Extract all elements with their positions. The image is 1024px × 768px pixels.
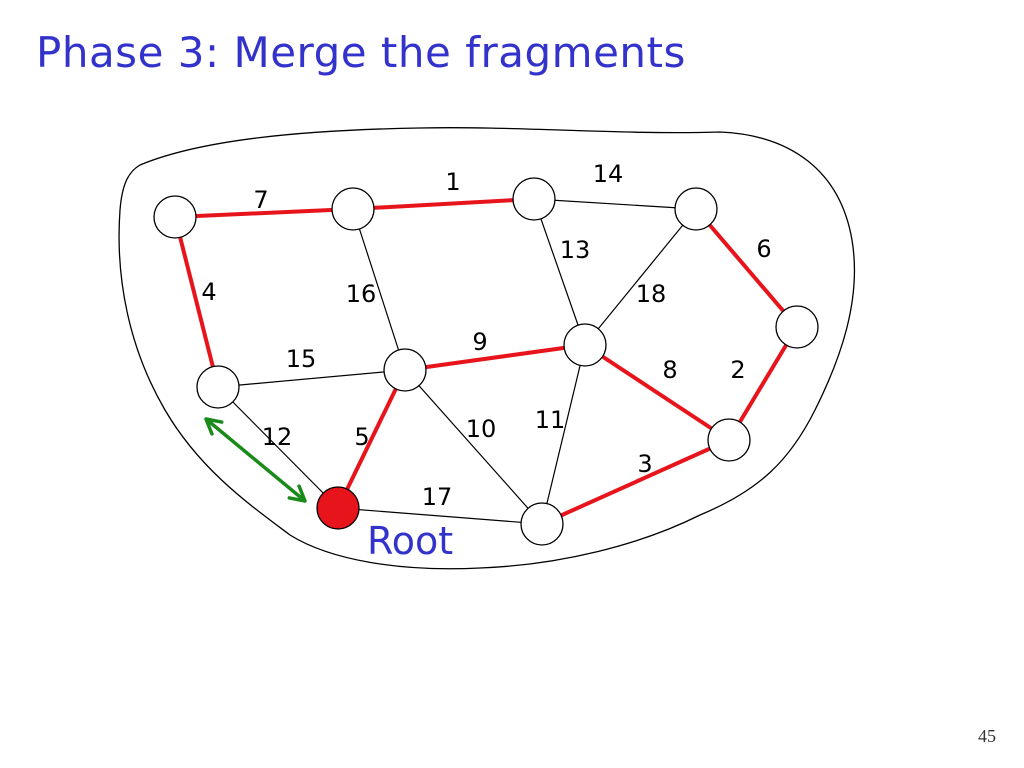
graph-node-d [674,187,718,231]
edge-weight-label: 15 [286,345,317,373]
graph-node-a [153,195,197,239]
edge-weight-label: 17 [422,483,453,511]
edges-layer [173,197,799,526]
edge-weight-label: 7 [253,186,268,214]
edge-weight-label: 3 [637,450,652,478]
edge-weight-label: 4 [201,278,216,306]
edge-g-j [404,369,543,525]
merge-arrowhead-end [287,484,307,503]
edge-weight-label: 16 [346,280,377,308]
slide-title: Phase 3: Merge the fragments [36,28,686,77]
graph-node-j [520,502,564,546]
edge-c-h [533,198,586,346]
graph-node-g [383,348,427,392]
edge-weight-label: 8 [662,356,677,384]
graph-node-c [512,177,556,221]
edge-a-f [173,216,220,388]
edge-weight-label: 6 [756,235,771,263]
merge-arrowhead-start [204,417,224,436]
edge-weight-label: 18 [636,280,667,308]
edge-f-g [217,369,406,388]
network-boundary [118,127,856,570]
edge-d-h [584,208,697,346]
edge-h-j [541,344,586,525]
edge-b-g [352,208,406,371]
edge-weight-label: 12 [262,423,293,451]
edge-weight-label: 10 [466,415,497,443]
graph-node-e [775,305,819,349]
edge-g-h [404,343,586,372]
edge-g-r [336,369,407,509]
merge-arrow-layer [204,417,307,503]
weight-labels-layer: 7 1 14 4 16 13 18 6 15 9 8 2 12 5 10 11 17 3 [201,160,771,511]
graph-node-h [563,323,607,367]
merge-arrow-shaft [204,417,307,503]
edge-weight-label: 9 [472,328,487,356]
graph-node-f [196,365,240,409]
edge-c-d [533,198,697,210]
nodes-layer [153,177,819,546]
edge-f-r [217,386,339,509]
edge-h-i [583,343,731,442]
edge-j-i [541,438,730,526]
root-node [316,486,360,530]
root-label: Root [367,519,453,563]
edge-weight-label: 14 [593,160,624,188]
edge-weight-label: 11 [535,406,566,434]
edge-weight-label: 2 [730,356,745,384]
edge-weight-label: 5 [354,423,369,451]
edge-weight-label: 1 [445,168,460,196]
edge-r-j [337,507,543,525]
edge-e-i [727,325,799,442]
edge-b-c [352,197,535,211]
slide-number: 45 [978,726,996,746]
graph-node-i [707,418,751,462]
graph-node-b [331,187,375,231]
edge-weight-label: 13 [560,236,591,264]
edge-a-b [174,207,354,219]
edge-d-e [694,207,799,329]
